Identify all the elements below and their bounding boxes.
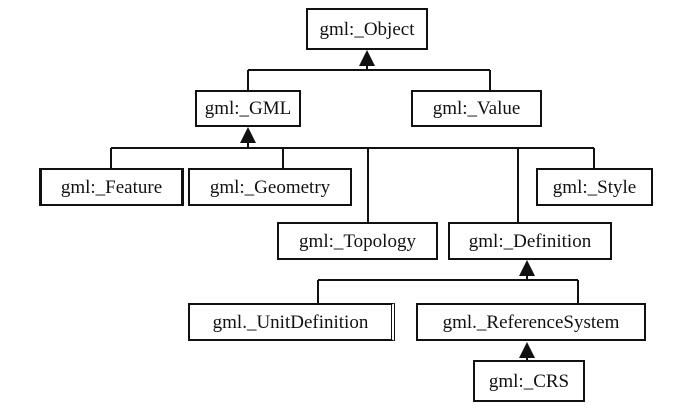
node-gml-definition: gml:_Definition bbox=[448, 222, 612, 260]
inheritance-arrow-object bbox=[359, 50, 375, 66]
node-gml-feature: gml:_Feature bbox=[39, 168, 184, 206]
node-gml-crs: gml:_CRS bbox=[473, 360, 585, 402]
inheritance-arrow-gml bbox=[240, 127, 256, 143]
node-gml-gml: gml:_GML bbox=[195, 90, 301, 127]
node-gml-style: gml:_Style bbox=[536, 168, 653, 206]
node-gml-object: gml:_Object bbox=[306, 8, 428, 50]
node-gml-reference-system: gml._ReferenceSystem bbox=[416, 303, 646, 341]
node-gml-unit-definition: gml._UnitDefinition bbox=[188, 303, 395, 341]
inheritance-arrow-definition bbox=[519, 260, 535, 276]
node-gml-topology: gml:_Topology bbox=[277, 222, 438, 260]
inheritance-arrow-reference-system bbox=[519, 342, 535, 358]
node-gml-geometry: gml:_Geometry bbox=[188, 168, 352, 206]
node-gml-value: gml:_Value bbox=[411, 90, 542, 127]
